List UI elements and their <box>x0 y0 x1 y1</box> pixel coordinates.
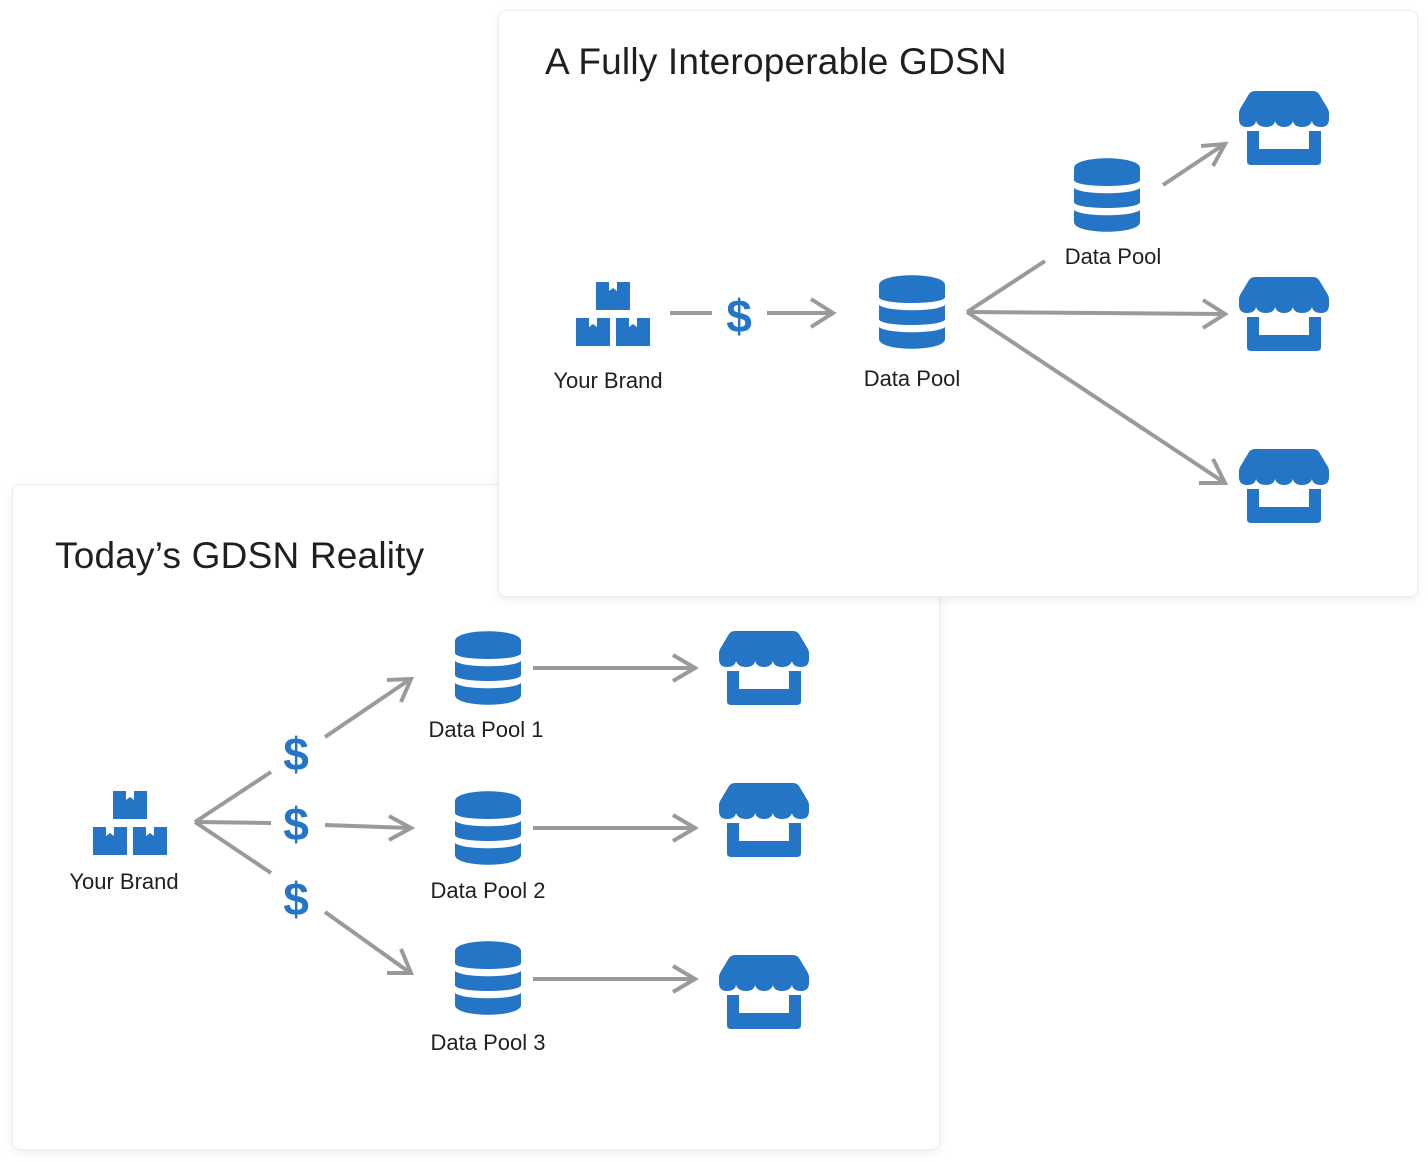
storefront-icon <box>1239 449 1329 523</box>
brand-node: Your Brand <box>553 282 663 393</box>
brand-node: Your Brand <box>69 791 179 894</box>
dollar-icon: $ <box>283 728 309 780</box>
database-icon <box>879 275 945 349</box>
brand-fanout-lines <box>193 770 273 875</box>
dollar-icon: $ <box>726 290 752 342</box>
data-pool-2-label: Data Pool 2 <box>431 878 546 903</box>
boxes-icon <box>93 791 167 855</box>
data-pool-1-node: Data Pool 1 <box>429 631 544 742</box>
arrow-to-data-pool <box>767 297 837 329</box>
arrow-secondary-pool-to-retailer-1 <box>1161 141 1229 187</box>
database-icon <box>455 941 521 1015</box>
storefront-icon <box>719 783 809 857</box>
arrow-to-pool-2 <box>324 814 416 842</box>
secondary-data-pool-label: Data Pool <box>1065 244 1162 269</box>
dollar-icon: $ <box>283 798 309 850</box>
arrow-pool-3-to-retailer <box>533 964 699 994</box>
line-to-secondary-pool <box>965 259 1047 314</box>
dollar-icon: $ <box>283 873 309 925</box>
database-icon <box>455 791 521 865</box>
brand-label: Your Brand <box>69 869 178 894</box>
arrow-to-pool-1 <box>323 676 415 739</box>
storefront-icon <box>1239 91 1329 165</box>
data-pool-1-label: Data Pool 1 <box>429 717 544 742</box>
data-pool-label: Data Pool <box>864 366 961 391</box>
interoperable-gdsn-title: A Fully Interoperable GDSN <box>545 41 1007 82</box>
storefront-icon <box>719 631 809 705</box>
data-pool-2-node: Data Pool 2 <box>431 791 546 903</box>
fully-interoperable-gdsn-card: A Fully Interoperable GDSN Your Brand $ … <box>498 10 1418 597</box>
storefront-icon <box>719 955 809 1029</box>
arrow-to-retailer-2 <box>966 298 1229 330</box>
database-icon <box>1074 158 1140 232</box>
fanout-line-top <box>193 770 273 824</box>
todays-gdsn-diagram: Your Brand $ $ $ Data Pool 1 <box>69 631 809 1055</box>
todays-gdsn-title: Today’s GDSN Reality <box>55 535 425 576</box>
secondary-data-pool-node: Data Pool <box>1065 158 1162 269</box>
arrow-pool-2-to-retailer <box>533 813 699 843</box>
data-pool-3-label: Data Pool 3 <box>431 1030 546 1055</box>
arrow-to-pool-3 <box>323 910 414 975</box>
interoperable-gdsn-diagram: Your Brand $ Data Pool <box>553 91 1329 523</box>
boxes-icon <box>576 282 650 346</box>
arrow-pool-1-to-retailer <box>533 653 699 683</box>
fanout-line-middle <box>194 820 272 825</box>
data-pool-3-node: Data Pool 3 <box>431 941 546 1055</box>
arrow-to-retailer-3 <box>965 310 1229 485</box>
fanout-line-bottom <box>193 820 273 875</box>
storefront-icon <box>1239 277 1329 351</box>
database-icon <box>455 631 521 705</box>
brand-label: Your Brand <box>553 368 662 393</box>
data-pool-node: Data Pool <box>864 275 961 391</box>
